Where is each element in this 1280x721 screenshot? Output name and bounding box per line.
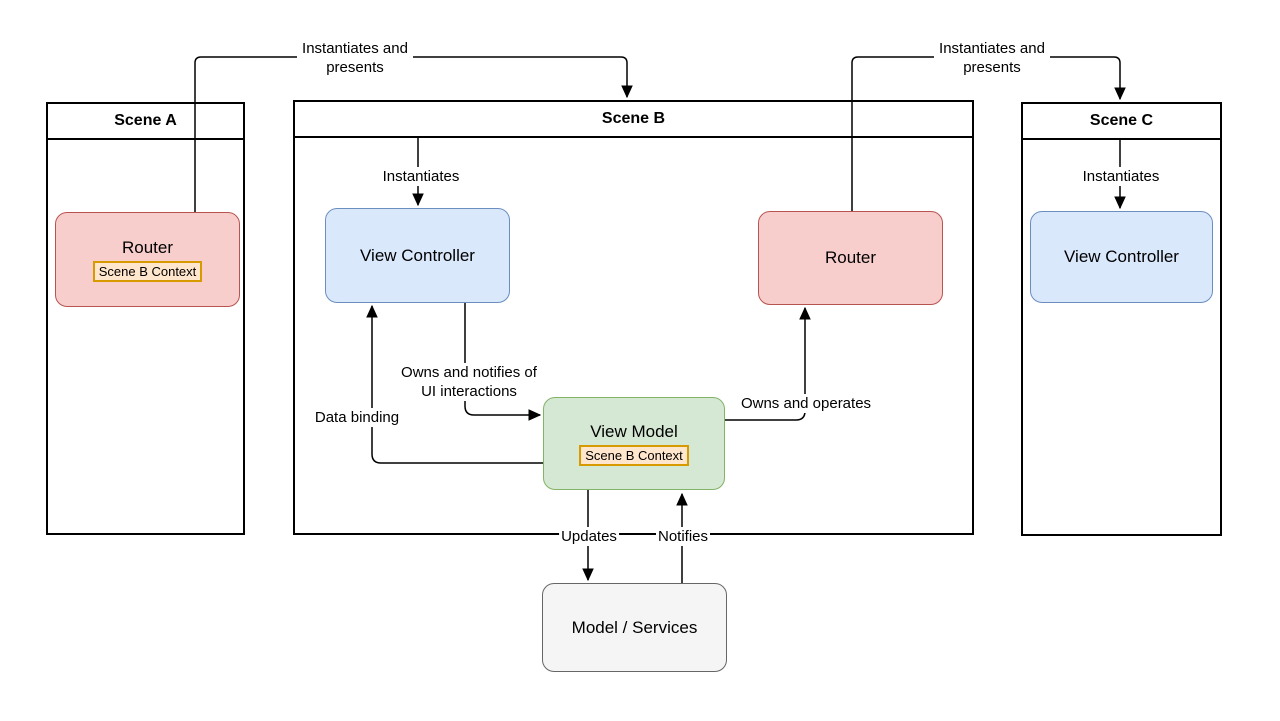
node-model-services: Model / Services (542, 583, 727, 672)
scene-a-container: Scene A (46, 102, 245, 535)
edge-label-instantiates-scene-b: Instantiates (380, 167, 462, 186)
scene-b-header: Scene B (295, 102, 972, 138)
scene-b-context-badge-router-a: Scene B Context (92, 260, 203, 282)
node-model-services-label: Model / Services (571, 617, 698, 637)
edge-label-owns-and-operates: Owns and operates (738, 394, 874, 413)
node-router-scene-a-label: Router (121, 237, 174, 257)
node-router-scene-b: Router (758, 211, 943, 305)
scene-c-header: Scene C (1023, 104, 1220, 140)
scene-b-title: Scene B (601, 110, 666, 127)
scene-b-context-badge-view-model: Scene B Context (579, 444, 689, 466)
scene-c-title: Scene C (1089, 112, 1154, 129)
scene-a-header: Scene A (48, 104, 243, 140)
node-view-controller-scene-c-label: View Controller (1064, 247, 1179, 266)
node-view-controller-scene-c: View Controller (1030, 211, 1213, 303)
edge-label-owns-and-notifies: Owns and notifies of UI interactions (392, 363, 546, 401)
edge-label-updates: Updates (559, 527, 619, 546)
node-view-controller-scene-b: View Controller (325, 208, 510, 303)
node-view-model-scene-b-label: View Model (590, 421, 678, 441)
edge-label-instantiates-scene-c: Instantiates (1080, 167, 1162, 186)
node-view-controller-scene-b-label: View Controller (360, 245, 475, 265)
edge-label-notifies: Notifies (655, 527, 711, 546)
node-view-model-scene-b: View Model Scene B Context (543, 397, 725, 490)
edge-label-instantiates-and-presents-left: Instantiates and presents (297, 39, 413, 77)
node-router-scene-b-label: Router (824, 248, 877, 267)
edge-label-instantiates-and-presents-right: Instantiates and presents (934, 39, 1050, 77)
node-router-scene-a: Router Scene B Context (55, 212, 240, 307)
edge-label-data-binding: Data binding (312, 408, 402, 427)
scene-a-title: Scene A (114, 112, 177, 129)
